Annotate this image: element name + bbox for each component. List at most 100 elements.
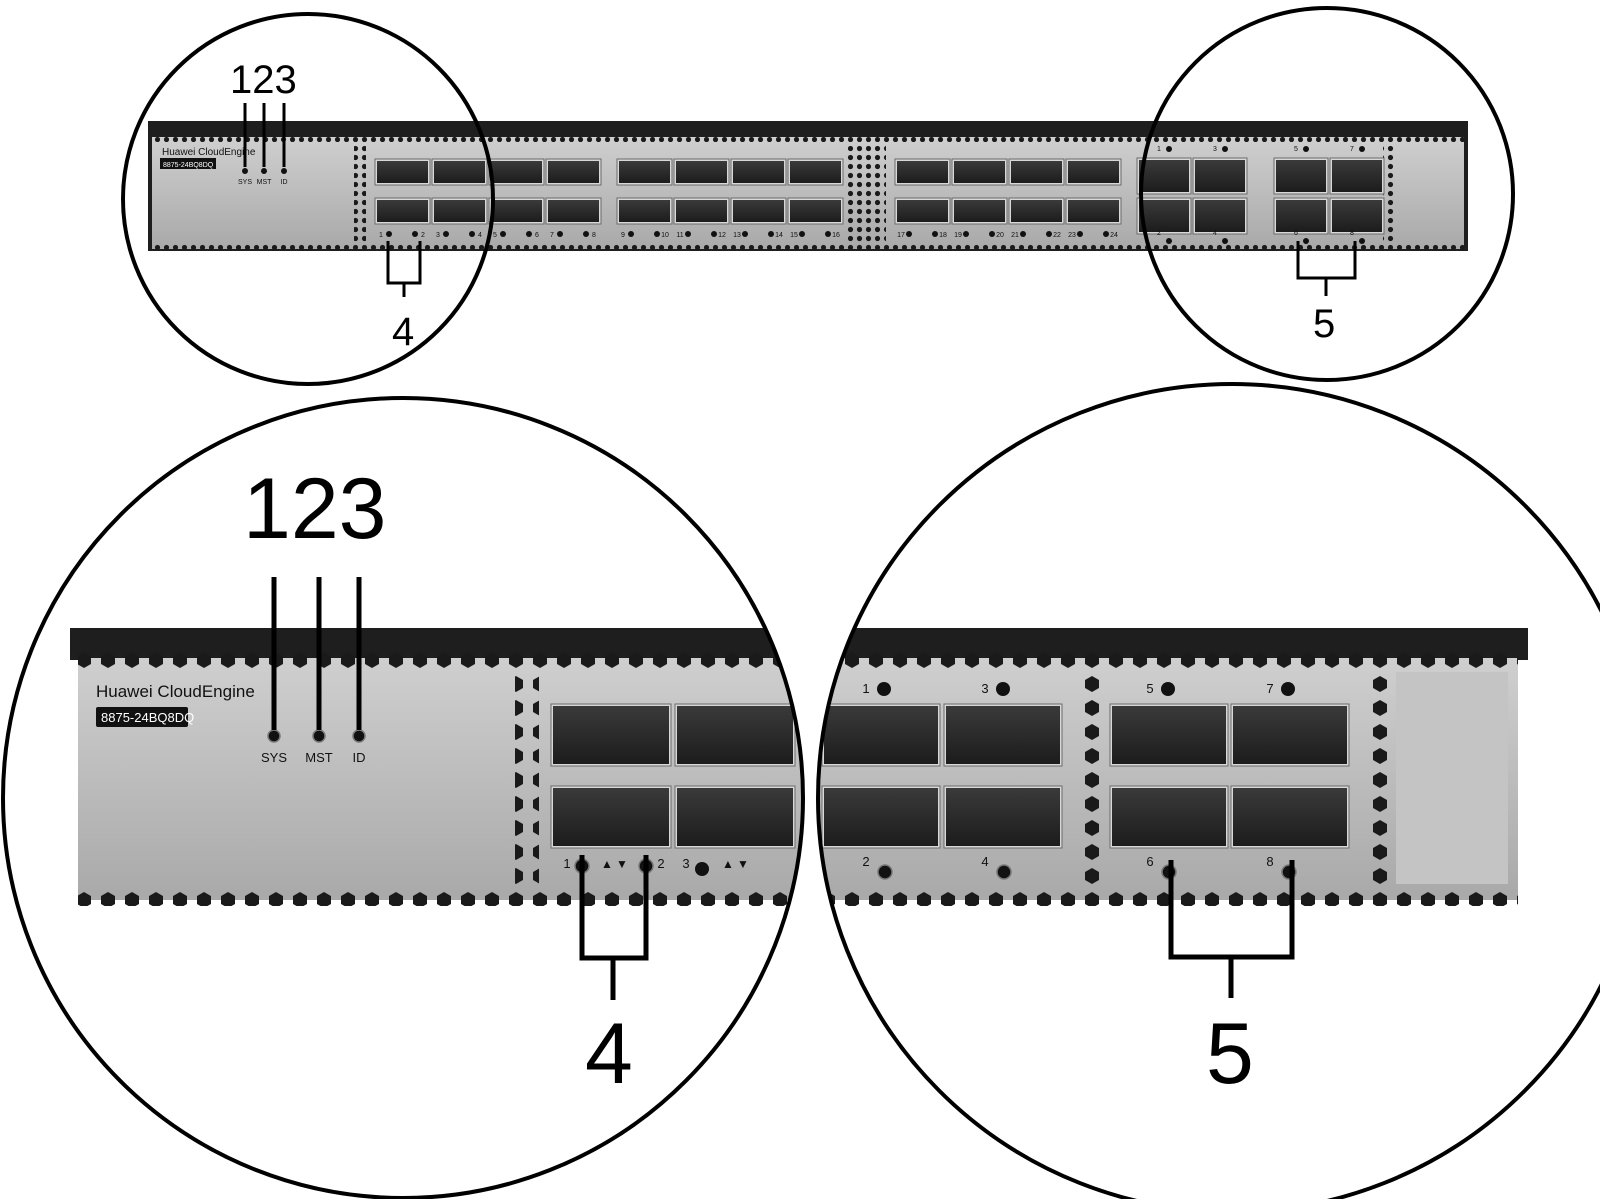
sfp-port-top	[1068, 161, 1119, 183]
qsfp-port-number-bottom: 4	[1213, 230, 1217, 237]
sfp-port-bottom	[1011, 200, 1062, 222]
status-led-mst	[261, 168, 267, 174]
qsfp-port-bottom	[1332, 200, 1382, 232]
sfp-port-bottom	[897, 200, 948, 222]
zoom-callout-123-leaders	[271, 577, 362, 730]
sfp-link-led	[825, 231, 831, 237]
zoom-right-blank-plate	[1396, 672, 1508, 884]
zoom-status-led-mst	[312, 729, 326, 743]
zoom-port-led-3	[695, 862, 709, 876]
sfp-port-bottom	[434, 200, 485, 222]
zoom-left-ports	[550, 703, 796, 849]
zoom-left-vent-bottom	[78, 884, 803, 906]
sfp-link-led	[500, 231, 506, 237]
model-badge	[160, 158, 216, 169]
zoom-callout-123-label: 123	[243, 461, 387, 557]
zoom-port-number-3: 3	[682, 856, 689, 871]
sfp-port-number-even: 10	[661, 232, 669, 239]
sfp-port-bottom	[619, 200, 670, 222]
callout-4-bracket	[386, 241, 422, 297]
sfp-port-number-odd: 9	[621, 232, 625, 239]
qsfp-led-bottom	[1222, 238, 1228, 244]
callout-4-label: 4	[392, 310, 414, 354]
sfp-port-number-odd: 21	[1011, 232, 1019, 239]
zoom-port-arrow-down-icon: ▼	[616, 857, 628, 871]
zoom-sfp-port-top	[677, 706, 793, 764]
sfp-link-led	[1077, 231, 1083, 237]
zoom-circle-right	[816, 382, 1600, 1199]
zoom-port-arrow-down-icon: ▼	[737, 857, 749, 871]
zoom-qsfp-port-bottom	[1112, 788, 1226, 846]
sfp-link-led	[386, 231, 392, 237]
status-led-label-sys: SYS	[238, 179, 252, 186]
front-panel	[152, 137, 1464, 249]
sfp-port-number-even: 12	[718, 232, 726, 239]
sfp-port-number-even: 22	[1053, 232, 1061, 239]
sfp-port-number-odd: 15	[790, 232, 798, 239]
zoom-qsfp-port-top	[824, 706, 938, 764]
sfp-link-led	[526, 231, 532, 237]
qsfp-port-bottom	[1276, 200, 1326, 232]
sfp-port-top	[491, 161, 542, 183]
sfp-port-top	[790, 161, 841, 183]
zoom-status-led-label-id: ID	[353, 750, 366, 765]
sfp-port-top	[619, 161, 670, 183]
zoom-left-vent-column	[515, 672, 539, 884]
sfp-port-number-even: 8	[592, 232, 596, 239]
zoom-qsfp-number-top: 5	[1146, 681, 1153, 696]
sfp-port-top	[954, 161, 1005, 183]
sfp-port-number-odd: 7	[550, 232, 554, 239]
zoom-qsfp-led-bottom	[996, 864, 1012, 880]
sfp-port-number-even: 4	[478, 232, 482, 239]
zoom-qsfp-led-top	[996, 682, 1010, 696]
qsfp-led-top	[1303, 146, 1309, 152]
sfp-port-number-even: 2	[421, 232, 425, 239]
status-led-label-id: ID	[281, 179, 288, 186]
zoom-qsfp-port-bottom	[1233, 788, 1347, 846]
zoom-status-led-label-mst: MST	[305, 750, 333, 765]
zoom-qsfp-number-bottom: 6	[1146, 854, 1153, 869]
sfp-port-number-odd: 13	[733, 232, 741, 239]
zoom-port-arrow-up-icon: ▲	[722, 857, 734, 871]
zoom-right-ports	[821, 703, 1350, 849]
zoom-qsfp-led-top	[1161, 682, 1175, 696]
qsfp-led-top	[1222, 146, 1228, 152]
sfp-link-led	[711, 231, 717, 237]
qsfp-port-bottom	[1139, 200, 1189, 232]
sfp-port-number-odd: 5	[493, 232, 497, 239]
sfp-link-led	[989, 231, 995, 237]
sfp-link-led	[1103, 231, 1109, 237]
zoom-left-vent-top	[78, 650, 803, 672]
sfp-port-number-odd: 19	[954, 232, 962, 239]
qsfp-led-top	[1359, 146, 1365, 152]
qsfp-led-top	[1166, 146, 1172, 152]
zoom-brand-label: Huawei CloudEngine	[96, 682, 255, 701]
zoom-right-vent-top	[818, 650, 1518, 672]
zoom-qsfp-led-bottom	[877, 864, 893, 880]
status-led-sys	[242, 168, 248, 174]
sfp-port-bottom	[377, 200, 428, 222]
zoom-sfp-port-bottom	[677, 788, 793, 846]
qsfp-port-number-bottom: 8	[1350, 230, 1354, 237]
vent-left-column	[354, 146, 366, 242]
zoom-qsfp-led-top	[1281, 682, 1295, 696]
callout-5-bracket	[1296, 241, 1357, 296]
model-label: 8875-24BQ8DQ	[163, 162, 214, 169]
sfp-port-number-even: 24	[1110, 232, 1118, 239]
vent-center-block	[846, 146, 886, 242]
sfp-port-number-odd: 23	[1068, 232, 1076, 239]
qsfp-port-number-top: 7	[1350, 146, 1354, 153]
sfp-link-led	[906, 231, 912, 237]
sfp-link-led	[1020, 231, 1026, 237]
callout-5-label: 5	[1313, 302, 1335, 346]
sfp-port-bottom	[790, 200, 841, 222]
sfp-link-led	[932, 231, 938, 237]
zoom-qsfp-port-bottom	[946, 788, 1060, 846]
qsfp-led-bottom	[1359, 238, 1365, 244]
sfp-link-led	[1046, 231, 1052, 237]
status-led-id	[281, 168, 287, 174]
zoom-circle-left	[1, 396, 805, 1199]
